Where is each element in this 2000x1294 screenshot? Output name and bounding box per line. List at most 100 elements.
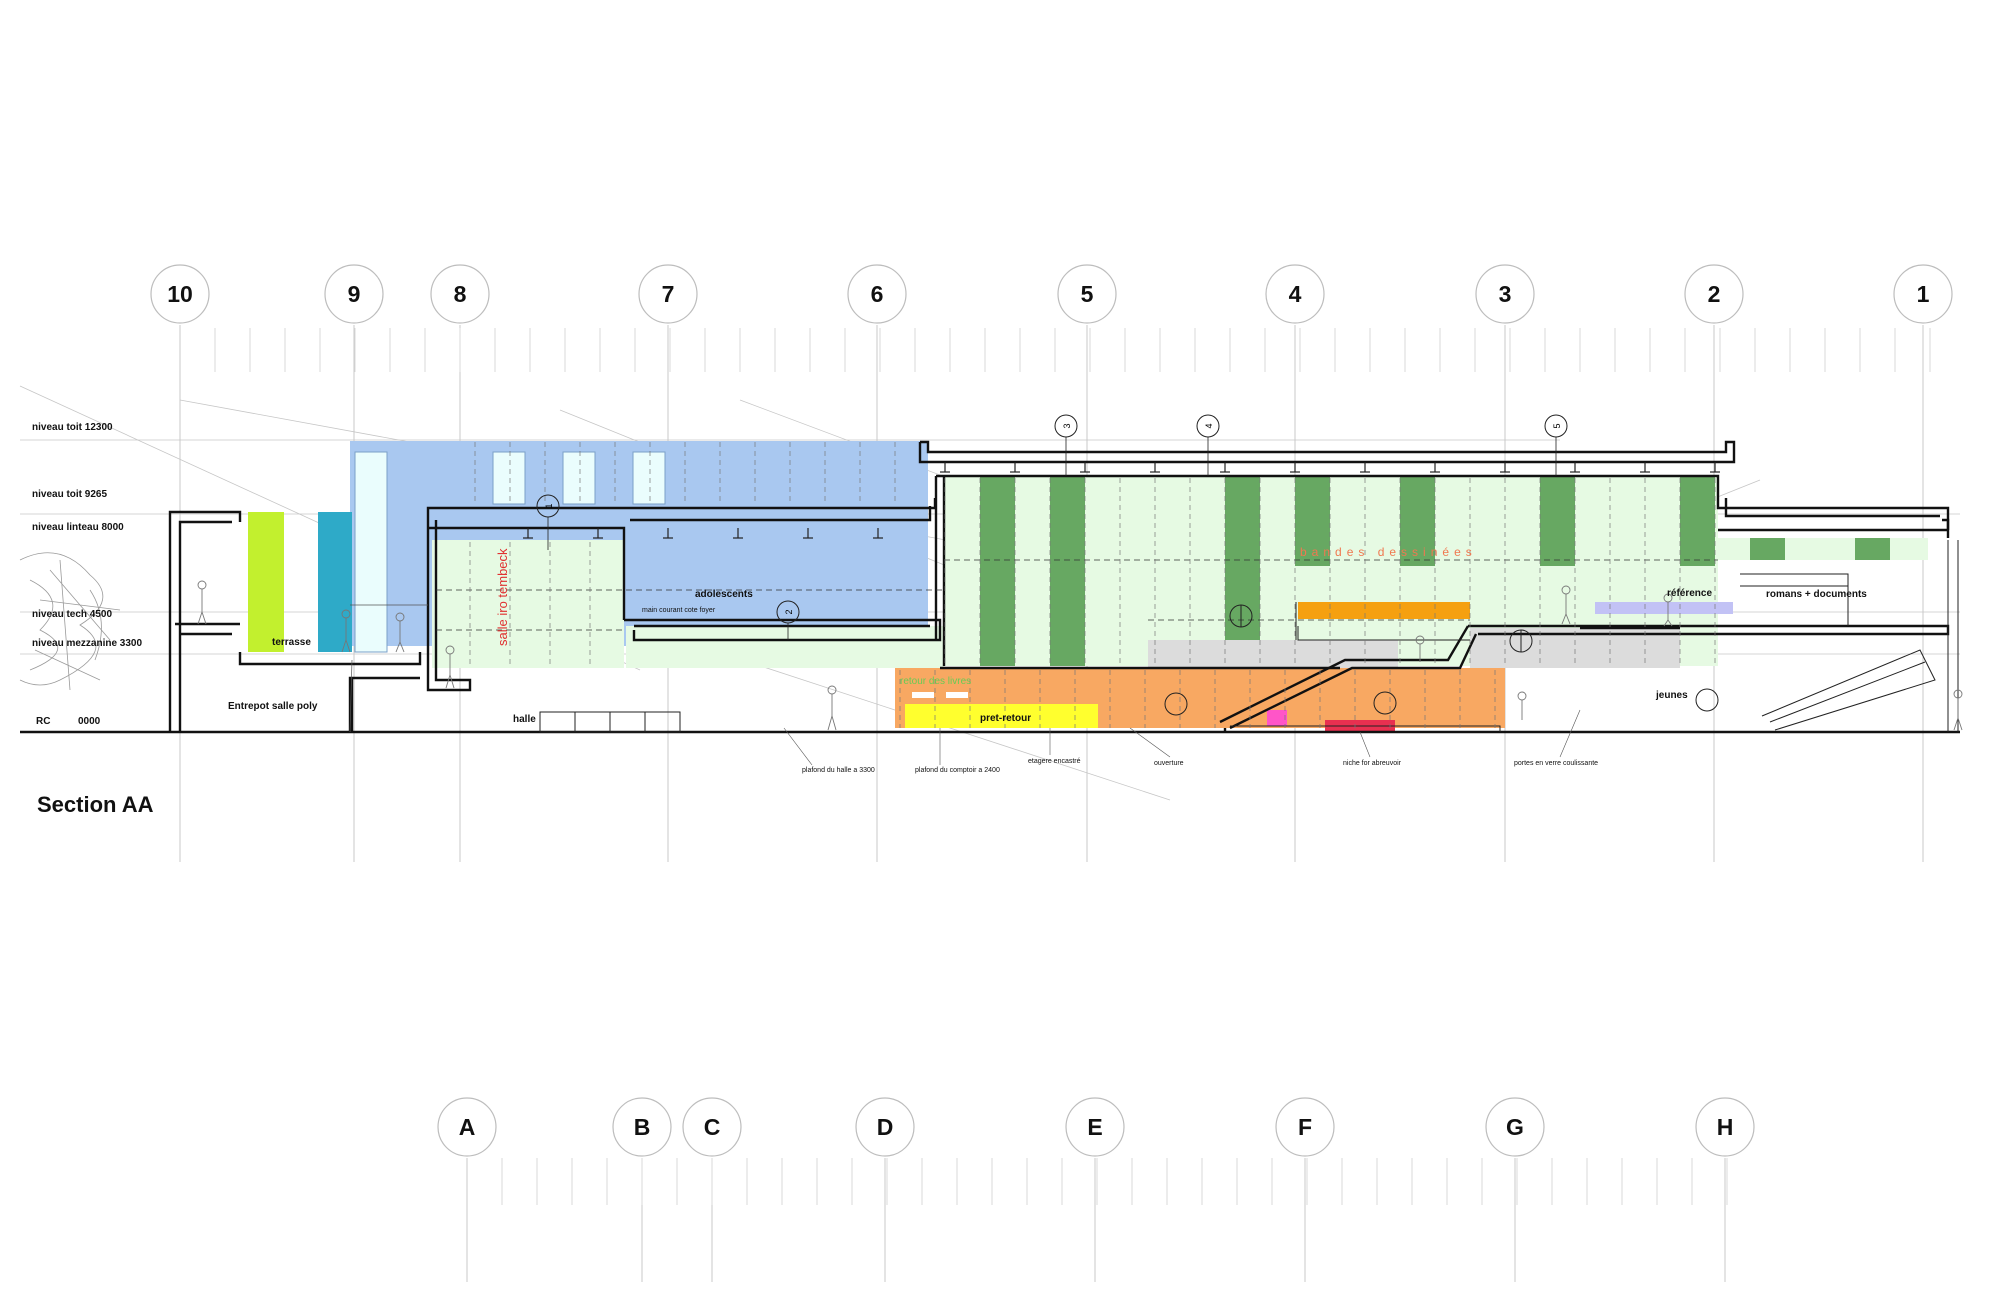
level-rc: RC xyxy=(36,716,50,727)
grid-bubble xyxy=(682,1097,742,1157)
room-entrepot: Entrepot salle poly xyxy=(228,701,318,712)
green-column xyxy=(1225,476,1260,666)
level-linteau-8000: niveau linteau 8000 xyxy=(32,522,124,533)
detail-marker-5: 5 xyxy=(1544,414,1568,438)
terrasse-lime-panel xyxy=(248,512,284,652)
room-retour: retour des livres xyxy=(900,676,971,687)
section-title: Section AA xyxy=(37,792,154,817)
grid-label: A xyxy=(459,1114,476,1140)
grid-label: C xyxy=(704,1114,721,1140)
adolescents-green-zone xyxy=(626,626,944,668)
white-slot xyxy=(946,692,968,698)
person-icon xyxy=(197,580,207,625)
note-niche: niche for abreuvoir xyxy=(1343,760,1402,767)
grid-label: 5 xyxy=(1081,281,1094,307)
grid-label: 1 xyxy=(1917,281,1930,307)
structure xyxy=(19,440,1963,734)
room-romans: romans + documents xyxy=(1766,589,1867,600)
grid-label: 7 xyxy=(662,281,675,307)
grid-bubble xyxy=(1065,1097,1125,1157)
svg-text:4: 4 xyxy=(1204,423,1214,428)
green-column xyxy=(1750,538,1785,560)
svg-text:3: 3 xyxy=(1062,423,1072,428)
grid-label: 8 xyxy=(454,281,467,307)
level-labels: niveau toit 12300 niveau toit 9265 nivea… xyxy=(32,422,142,727)
grid-bubble xyxy=(1684,264,1744,324)
level-rc-value: 0000 xyxy=(78,716,101,727)
room-pret-retour: pret-retour xyxy=(980,713,1031,724)
glass-window-1 xyxy=(354,451,388,653)
level-mezzanine-3300: niveau mezzanine 3300 xyxy=(32,638,142,649)
grid-bubble xyxy=(855,1097,915,1157)
note-etagere: etagere encastré xyxy=(1028,758,1081,765)
lavender-shelf xyxy=(1595,602,1733,614)
note-portes: portes en verre coulissante xyxy=(1514,760,1598,767)
grid-label: 9 xyxy=(348,281,361,307)
green-column xyxy=(1540,476,1575,566)
person-icon xyxy=(1415,635,1425,662)
level-toit-12300: niveau toit 12300 xyxy=(32,422,113,433)
grid-label: 6 xyxy=(871,281,884,307)
person-icon xyxy=(1663,593,1673,627)
svg-text:1: 1 xyxy=(544,503,554,508)
person-icon xyxy=(1517,691,1527,720)
svg-text:5: 5 xyxy=(1552,423,1562,428)
person-icon xyxy=(341,609,351,653)
amber-shelf xyxy=(1298,602,1470,619)
green-column xyxy=(1680,476,1715,566)
green-column xyxy=(1855,538,1890,560)
detail-markers: 1 2 3 4 5 xyxy=(536,414,1568,640)
grid-label: B xyxy=(634,1114,651,1140)
annotations: plafond du halle a 3300 plafond du compt… xyxy=(783,709,1598,774)
grid-top: 10 9 8 7 6 5 4 3 2 1 xyxy=(150,264,1953,862)
room-adolescents: adolescents xyxy=(695,589,753,600)
detail-marker-3: 3 xyxy=(1054,414,1078,438)
room-main-courant: main courant cote foyer xyxy=(642,607,716,614)
glass-window-4 xyxy=(632,451,666,505)
green-column xyxy=(980,476,1015,666)
room-terrasse: terrasse xyxy=(272,637,311,648)
tree-icon xyxy=(19,552,121,691)
room-jeunes: jeunes xyxy=(1655,690,1688,701)
grid-bubble xyxy=(1475,264,1535,324)
grid-label: 4 xyxy=(1289,281,1302,307)
grid-bubble xyxy=(847,264,907,324)
glass-window-3 xyxy=(562,451,596,505)
note-plafond-comptoir: plafond du comptoir a 2400 xyxy=(915,767,1000,774)
grid-bubble xyxy=(1265,264,1325,324)
grid-bubble xyxy=(612,1097,672,1157)
grid-label: F xyxy=(1298,1114,1312,1140)
grid-bubble xyxy=(1695,1097,1755,1157)
grid-label: H xyxy=(1717,1114,1734,1140)
person-icon xyxy=(395,612,405,653)
svg-text:2: 2 xyxy=(784,609,794,614)
note-plafond-halle: plafond du halle a 3300 xyxy=(802,767,875,774)
green-column xyxy=(1295,476,1330,566)
grid-bubble xyxy=(430,264,490,324)
room-halle: halle xyxy=(513,714,536,725)
person-icon xyxy=(1561,585,1571,625)
pink-niche xyxy=(1267,710,1287,726)
grid-bubble xyxy=(150,264,210,324)
person-icon xyxy=(827,685,837,731)
yellow-counter xyxy=(905,704,1098,728)
room-bandes: bandes dessinées xyxy=(1300,545,1477,559)
grid-label: 10 xyxy=(167,281,193,307)
detail-marker-4: 4 xyxy=(1196,414,1220,438)
terrasse-teal-panel xyxy=(318,512,352,652)
grid-label: D xyxy=(877,1114,894,1140)
salle-green-zone xyxy=(432,540,624,668)
grey-stair-zone xyxy=(1148,640,1398,668)
grid-label: 2 xyxy=(1708,281,1721,307)
green-column xyxy=(1400,476,1435,566)
grid-bubble xyxy=(1057,264,1117,324)
green-column xyxy=(1050,476,1085,666)
grid-bubble xyxy=(638,264,698,324)
grid-bubble xyxy=(437,1097,497,1157)
grid-label: G xyxy=(1506,1114,1524,1140)
grid-bubble xyxy=(1485,1097,1545,1157)
right-green-strip xyxy=(1718,538,1928,560)
white-slot xyxy=(912,692,934,698)
